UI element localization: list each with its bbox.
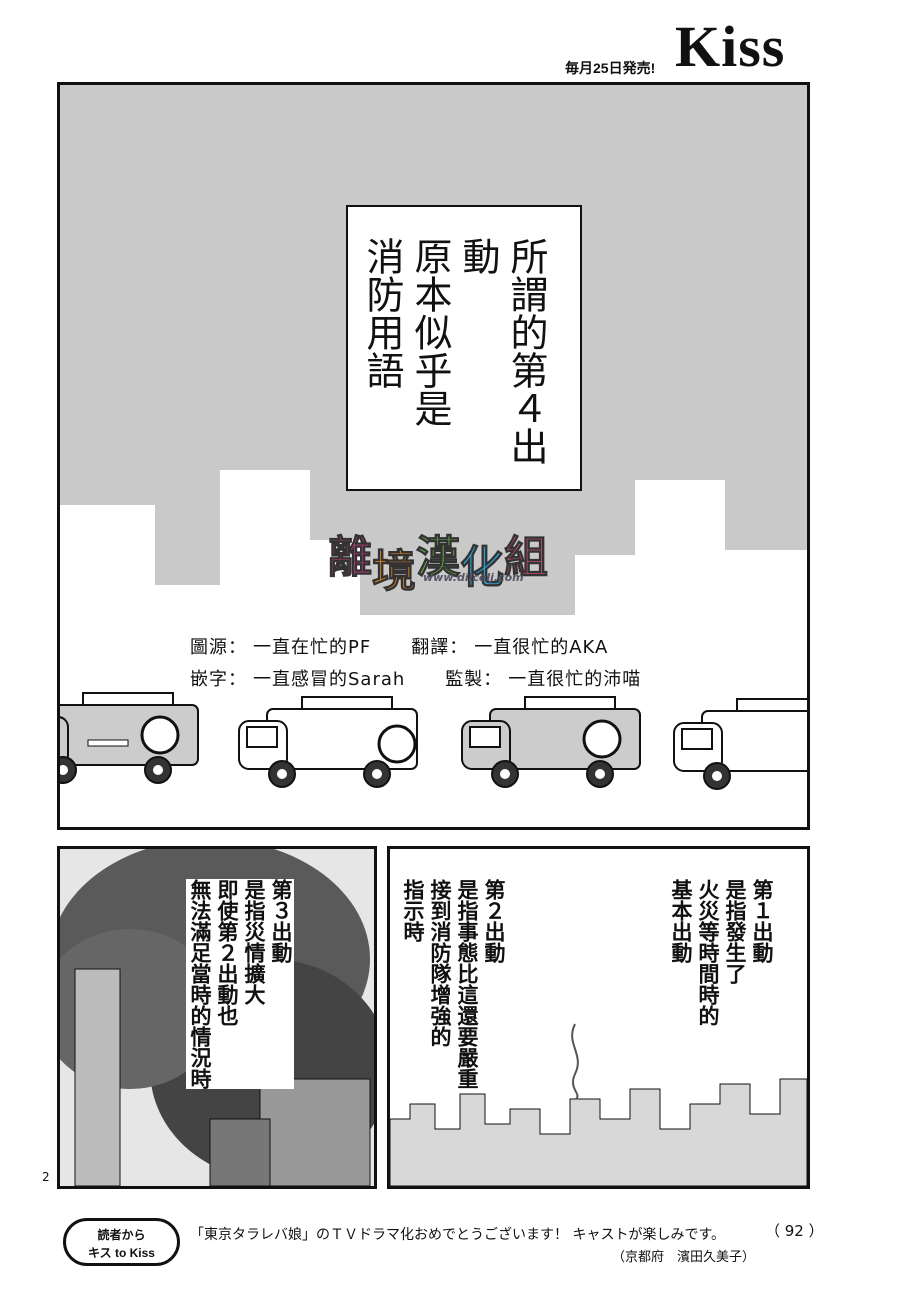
credit-row: 嵌字： 一直感冒的Sarah 監製： 一直很忙的沛喵 — [190, 665, 641, 691]
narration-line: 接到消防隊增強的 — [428, 879, 452, 1047]
narration-line: 基本出動 — [669, 879, 693, 963]
credit-translation: 翻譯： 一直很忙的AKA — [411, 633, 608, 659]
fire-truck-icon — [673, 698, 807, 790]
narration-line: 無法滿足當時的情況時 — [186, 879, 213, 1089]
caption-text: 所謂的第４出動 原本似乎是 消防用語 — [358, 237, 550, 489]
city-skyline — [390, 1023, 807, 1186]
narration-line: 指示時 — [401, 879, 425, 942]
caption-line: 原本似乎是 — [408, 237, 452, 427]
watermark-char: 離 — [328, 532, 373, 584]
scanlation-watermark: 離境漢化組 www.dilcelj.com — [328, 521, 549, 598]
narration-line: 第３出動 — [267, 879, 294, 1089]
watermark-char: 組 — [504, 532, 549, 584]
reader-corner-badge: 読者から キス to Kiss — [63, 1218, 180, 1266]
badge-line: キス to Kiss — [88, 1246, 155, 1260]
credit-role: 翻譯： — [411, 637, 469, 658]
credit-name: 一直在忙的PF — [253, 637, 372, 658]
credit-name: 一直很忙的AKA — [474, 637, 609, 658]
narration-line: 第１出動 — [750, 879, 774, 963]
credit-name: 一直感冒的Sarah — [253, 669, 406, 690]
page-number: 2 — [42, 1170, 50, 1184]
credit-role: 圖源： — [190, 637, 247, 658]
credit-source: 圖源： 一直在忙的PF — [190, 633, 371, 659]
narration-line: 火災等時間時的 — [696, 879, 720, 1026]
magazine-tagline: 毎月25日発売! — [565, 60, 656, 76]
badge-line: 読者から — [97, 1228, 146, 1242]
watermark-char: 漢 — [416, 532, 461, 584]
narration-line: 即使第２出動也 — [213, 879, 240, 1089]
fire-truck-icon — [461, 696, 641, 788]
caption-line: 所謂的第４出動 — [456, 237, 548, 465]
narration-first-dispatch: 第１出動 是指發生了 火災等時間時的 基本出動 — [667, 879, 775, 1026]
credit-name: 一直很忙的沛喵 — [508, 669, 642, 690]
credits: 圖源： 一直在忙的PF 翻譯： 一直很忙的AKA 嵌字： 一直感冒的Sarah … — [190, 633, 641, 697]
bottom-right-panel: 第２出動 是指事態比這還要嚴重 接到消防隊增強的 指示時 第１出動 是指發生了 … — [387, 846, 810, 1189]
narration-line: 是指災情擴大 — [240, 879, 267, 1089]
credit-supervisor: 監製： 一直很忙的沛喵 — [445, 665, 641, 691]
folio-number: （ 92 ） — [765, 1222, 824, 1240]
credit-row: 圖源： 一直在忙的PF 翻譯： 一直很忙的AKA — [190, 633, 641, 659]
narration-second-dispatch: 第２出動 是指事態比這還要嚴重 接到消防隊增強的 指示時 — [399, 879, 507, 1089]
top-panel: 所謂的第４出動 原本似乎是 消防用語 離境漢化組 www.dilcelj.com… — [57, 82, 810, 830]
watermark-char: 境 — [372, 546, 417, 598]
credit-typeset: 嵌字： 一直感冒的Sarah — [190, 665, 405, 691]
magazine-title: Kiss — [675, 14, 786, 79]
credit-role: 監製： — [445, 669, 503, 690]
bottom-left-panel: 第３出動 是指災情擴大 即使第２出動也 無法滿足當時的情況時 — [57, 846, 377, 1189]
fire-truck-icon — [238, 696, 418, 788]
watermark-char: 化 — [460, 542, 505, 594]
caption-box: 所謂的第４出動 原本似乎是 消防用語 — [346, 205, 582, 491]
watermark-url: www.dilcelj.com — [423, 571, 524, 584]
reader-message: 「東京タラレバ娘」のＴＶドラマ化おめでとうございます！ キャストが楽しみです。 — [190, 1227, 726, 1243]
caption-line: 消防用語 — [360, 237, 404, 389]
fire-truck-icon — [60, 692, 199, 784]
credit-role: 嵌字： — [190, 669, 247, 690]
narration-line: 是指發生了 — [723, 879, 747, 984]
reader-sender: （京都府 濱田久美子） — [612, 1250, 756, 1265]
narration-line: 第２出動 — [482, 879, 506, 963]
narration-third-dispatch: 第３出動 是指災情擴大 即使第２出動也 無法滿足當時的情況時 — [186, 879, 294, 1089]
narration-line: 是指事態比這還要嚴重 — [455, 879, 479, 1089]
